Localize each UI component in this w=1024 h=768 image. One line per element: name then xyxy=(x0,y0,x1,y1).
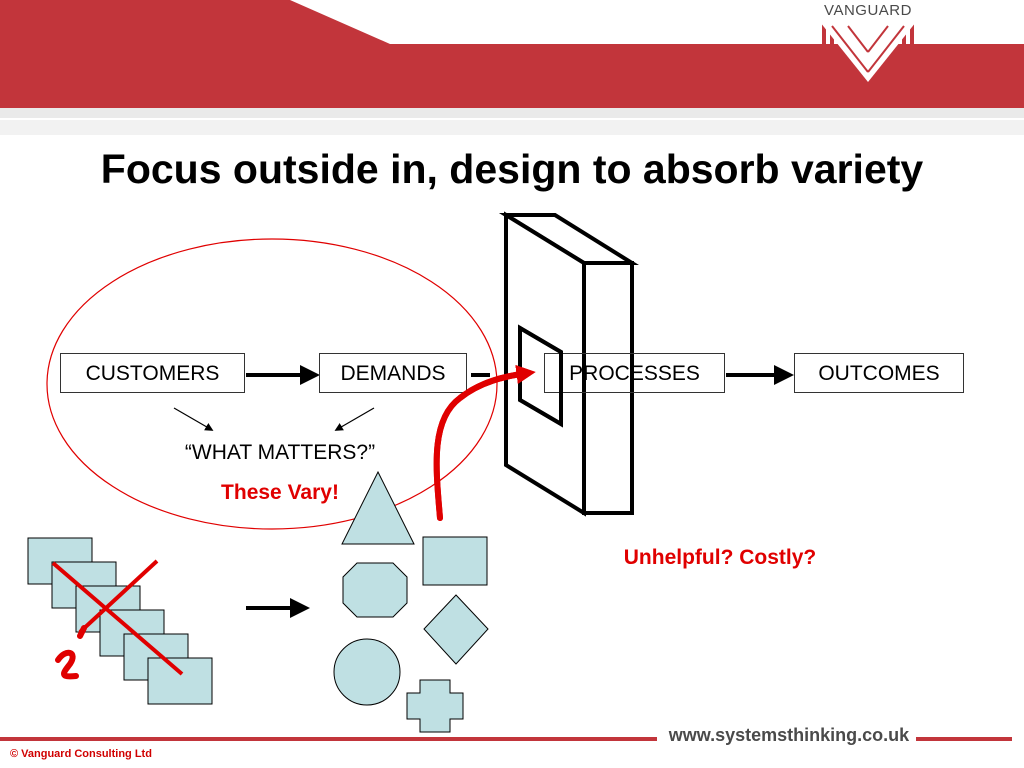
circle-icon xyxy=(333,638,401,706)
processes-box: PROCESSES xyxy=(544,353,725,393)
what-matters-ellipse xyxy=(46,238,498,530)
slide-title: Focus outside in, design to absorb varie… xyxy=(100,146,924,192)
arrow-demands-what-matters xyxy=(334,407,375,431)
triangle-icon xyxy=(341,470,415,545)
arrow-customers-what-matters xyxy=(173,407,214,431)
demands-box: DEMANDS xyxy=(319,353,467,393)
header-banner xyxy=(0,0,1024,135)
diamond-icon xyxy=(423,594,489,665)
cross-icon xyxy=(406,679,464,733)
system-wall-icon xyxy=(498,211,639,517)
vanguard-logo-icon xyxy=(820,22,916,108)
website-link[interactable]: www.systemsthinking.co.uk xyxy=(668,725,910,745)
copyright-text: © Vanguard Consulting Ltd xyxy=(10,748,152,760)
unhelpful-costly-label: Unhelpful? Costly? xyxy=(623,546,817,569)
what-matters-label: “WHAT MATTERS?” xyxy=(184,441,376,464)
outcomes-box: OUTCOMES xyxy=(794,353,964,393)
rectangle-icon xyxy=(422,536,488,586)
red-cross-icon xyxy=(51,559,184,676)
logo-text: VANGUARD xyxy=(824,2,912,19)
octagon-icon xyxy=(342,562,408,618)
these-vary-label: These Vary! xyxy=(221,481,339,504)
customers-box: CUSTOMERS xyxy=(60,353,245,393)
question-scribble-icon xyxy=(55,625,87,680)
